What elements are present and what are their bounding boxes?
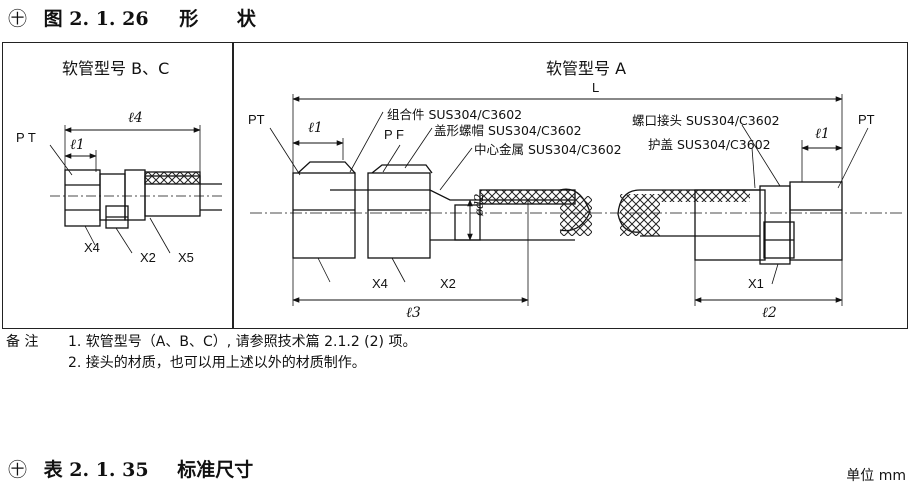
a-pf-label: P F <box>384 127 404 142</box>
panel-divider <box>232 42 234 329</box>
figure-name: 形 状 <box>179 8 272 30</box>
a-l1-right-label: ℓ1 <box>815 126 830 142</box>
a-l2-label: ℓ2 <box>762 305 777 321</box>
figure-number: 图 2. 1. 26 <box>43 8 149 30</box>
a-l3-label: ℓ3 <box>406 305 421 321</box>
table-number: 表 2. 1. 35 <box>43 459 149 481</box>
bc-l4-label: ℓ4 <box>128 110 143 126</box>
bc-l1-label: ℓ1 <box>70 137 85 153</box>
panel-a-title: 软管型号 A <box>546 59 627 78</box>
notes-label: 备 注 <box>6 334 39 350</box>
a-x1-label: X1 <box>748 276 764 291</box>
material-center-metal: 中心金属 SUS304/C3602 <box>474 142 622 157</box>
table-title: ㊉ 表 2. 1. 35 标准尺寸 <box>8 455 253 482</box>
a-x4-label: X4 <box>372 276 388 291</box>
material-threaded-joint: 螺口接头 SUS304/C3602 <box>632 113 780 128</box>
figure-symbol: ㊉ <box>8 8 28 30</box>
table-symbol: ㊉ <box>8 459 28 481</box>
fitting-a <box>250 94 905 306</box>
a-L-label: L <box>592 80 600 95</box>
bc-x2-label: X2 <box>140 250 156 265</box>
bc-pt-label: P T <box>16 130 36 145</box>
a-pt-left-label: PT <box>248 112 265 127</box>
material-guard-cap: 护盖 SUS304/C3602 <box>648 137 771 152</box>
bc-x5-label: X5 <box>178 250 194 265</box>
table-unit: 单位 mm <box>846 468 906 484</box>
panel-bc-title: 软管型号 B、C <box>62 59 170 78</box>
a-x2-label: X2 <box>440 276 456 291</box>
note-item-1: 1. 软管型号（A、B、C）, 请参照技术篇 2.1.2 (2) 项。 <box>68 334 417 350</box>
a-pt-right-label: PT <box>858 112 875 127</box>
material-assembly: 组合件 SUS304/C3602 <box>387 107 523 122</box>
fitting-bc <box>49 125 225 254</box>
figure-frame <box>2 42 908 329</box>
note-item-2: 2. 接头的材质，也可以用上述以外的材质制作。 <box>68 355 366 371</box>
material-cap-nut: 盖形螺帽 SUS304/C3602 <box>434 123 582 138</box>
bc-x4-label: X4 <box>84 240 100 255</box>
a-d2-label: ød2 <box>472 193 486 216</box>
table-name: 标准尺寸 <box>177 459 254 481</box>
a-l1-left-label: ℓ1 <box>308 120 323 136</box>
figure-title: ㊉ 图 2. 1. 26 形 状 <box>8 4 272 31</box>
